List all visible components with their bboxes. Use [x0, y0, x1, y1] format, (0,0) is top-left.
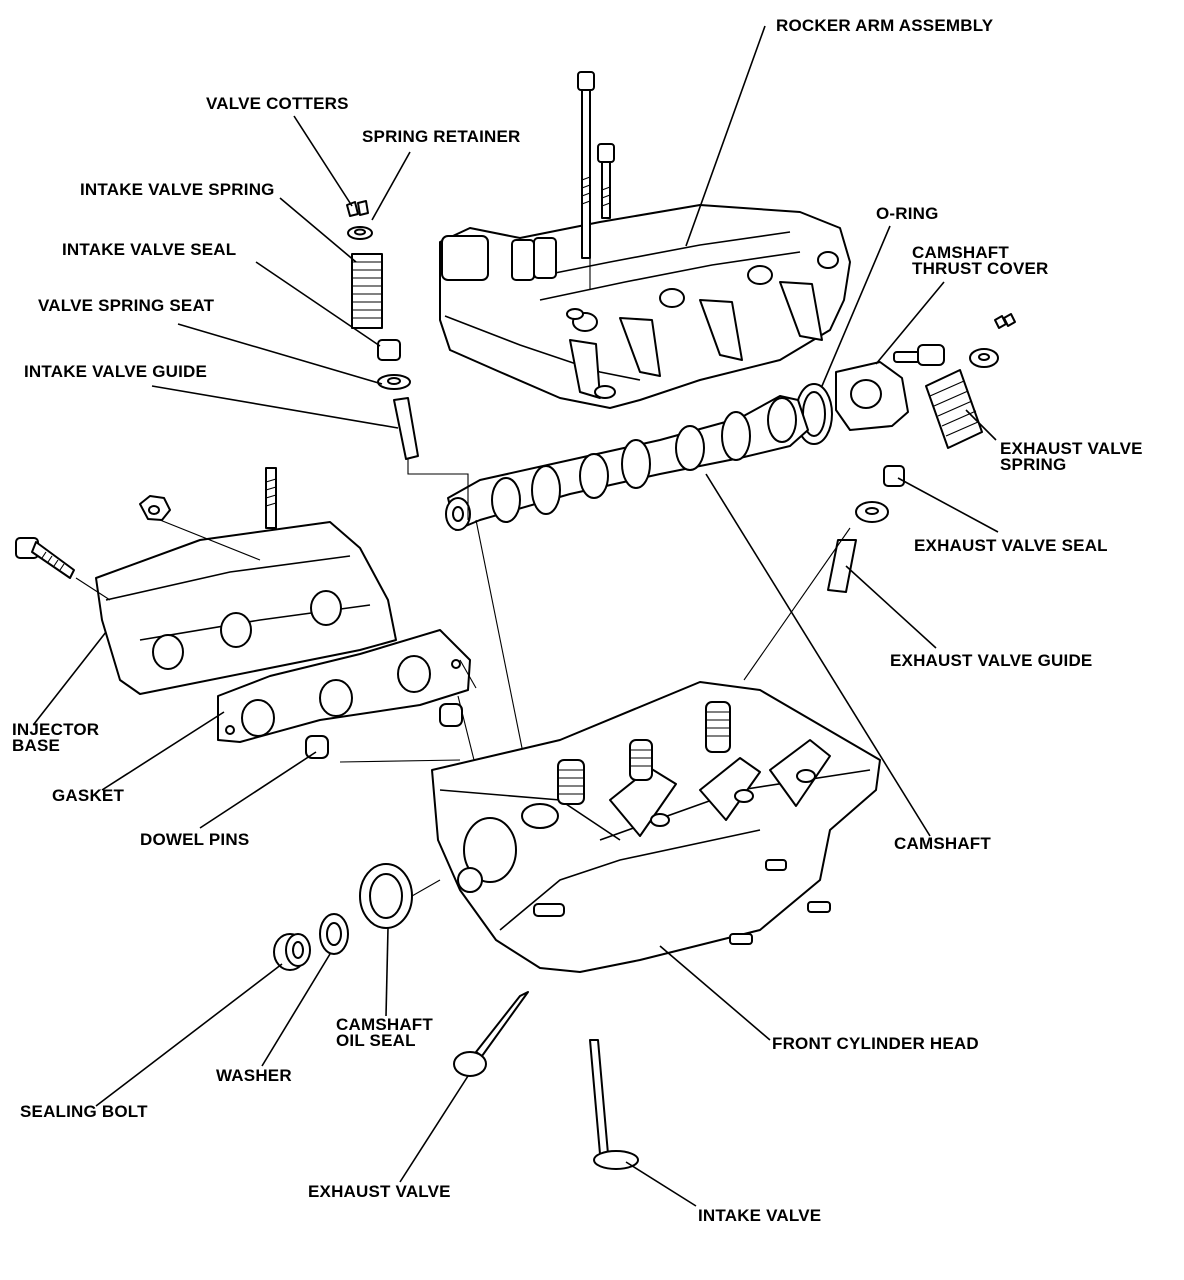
label-injector-base: INJECTOR BASE: [12, 720, 100, 755]
valves-drawing: [453, 991, 639, 1170]
dowel-pins-drawing: [305, 703, 463, 759]
label-camshaft-thrust-cover: CAMSHAFT THRUST COVER: [912, 243, 1049, 278]
leader-lines: [33, 25, 999, 1207]
label-spring-retainer: SPRING RETAINER: [362, 127, 521, 146]
label-exhaust-valve: EXHAUST VALVE: [308, 1182, 451, 1201]
label-intake-valve-seal: INTAKE VALVE SEAL: [62, 240, 237, 259]
label-front-cylinder-head: FRONT CYLINDER HEAD: [772, 1034, 979, 1053]
label-exhaust-valve-guide: EXHAUST VALVE GUIDE: [890, 651, 1093, 670]
rocker-arm-assembly-drawing: [439, 204, 851, 409]
label-washer: WASHER: [216, 1066, 292, 1085]
label-dowel-pins: DOWEL PINS: [140, 830, 250, 849]
seal-washer-bolt-drawing: [273, 863, 413, 971]
front-cylinder-head-drawing: [431, 681, 881, 973]
label-injector-base-line1: INJECTOR: [12, 720, 100, 739]
label-camshaft-thrust-cover-line1: CAMSHAFT: [912, 243, 1009, 262]
label-intake-valve-guide: INTAKE VALVE GUIDE: [24, 362, 208, 381]
label-valve-spring-seat: VALVE SPRING SEAT: [38, 296, 215, 315]
alignment-lines: [75, 100, 851, 897]
label-exhaust-valve-spring-line1: EXHAUST VALVE: [1000, 439, 1143, 458]
label-rocker-arm-assembly: ROCKER ARM ASSEMBLY: [776, 16, 994, 35]
label-exhaust-valve-spring-line2: SPRING: [1000, 455, 1067, 474]
camshaft-drawing: [445, 395, 809, 531]
label-exhaust-valve-spring: EXHAUST VALVE SPRING: [1000, 439, 1143, 474]
label-intake-valve: INTAKE VALVE: [698, 1206, 822, 1225]
label-valve-cotters: VALVE COTTERS: [206, 94, 349, 113]
label-injector-base-line2: BASE: [12, 736, 61, 755]
label-camshaft-oil-seal-line1: CAMSHAFT: [336, 1015, 433, 1034]
label-camshaft-thrust-cover-line2: THRUST COVER: [912, 259, 1049, 278]
label-sealing-bolt: SEALING BOLT: [20, 1102, 148, 1121]
label-intake-valve-spring: INTAKE VALVE SPRING: [80, 180, 275, 199]
label-gasket: GASKET: [52, 786, 125, 805]
label-exhaust-valve-seal: EXHAUST VALVE SEAL: [914, 536, 1108, 555]
label-camshaft-oil-seal-line2: OIL SEAL: [336, 1031, 416, 1050]
exhaust-side-parts-drawing: [795, 313, 1016, 593]
label-camshaft: CAMSHAFT: [894, 834, 991, 853]
injector-base-drawing: [15, 467, 397, 695]
label-o-ring: O-RING: [876, 204, 939, 223]
gasket-drawing: [217, 629, 471, 743]
label-camshaft-oil-seal: CAMSHAFT OIL SEAL: [336, 1015, 433, 1050]
intake-valve-parts-drawing: [346, 200, 419, 460]
